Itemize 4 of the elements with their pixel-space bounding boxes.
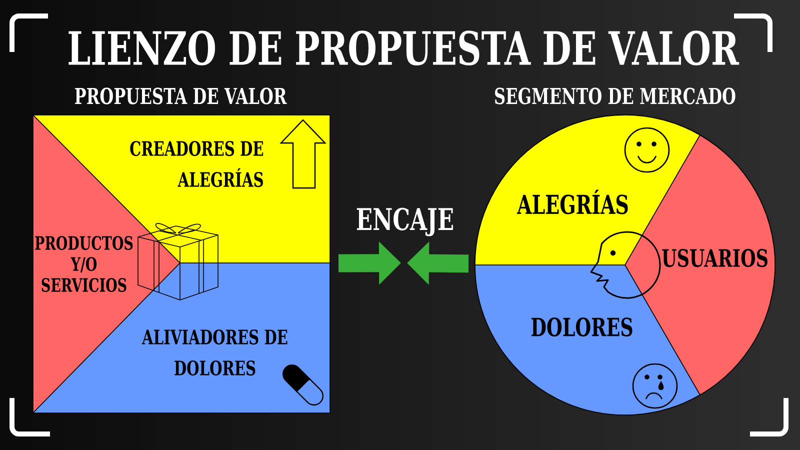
heading: SEGMENTO DE MERCADO [495, 88, 736, 104]
label: ENCAJE [356, 208, 453, 236]
heading: PROPUESTA DE VALOR [75, 88, 287, 104]
title: LIENZO DE PROPUESTA DE VALOR [68, 30, 740, 66]
